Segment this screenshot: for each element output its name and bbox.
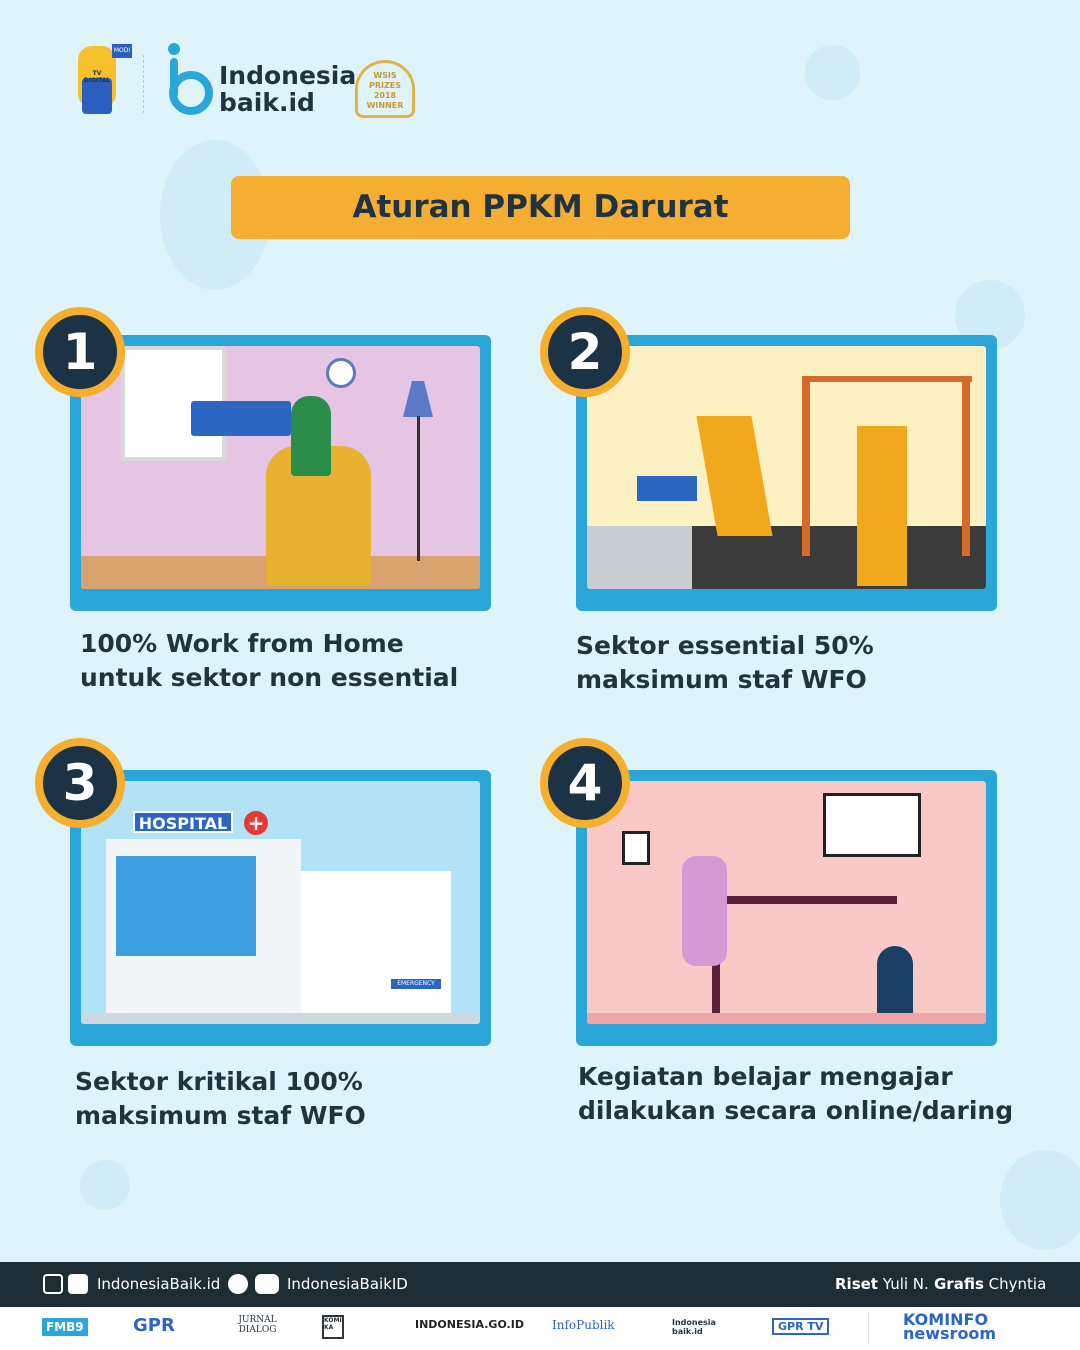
partner-indonesia-go-id: INDONESIA.GO.ID — [415, 1318, 524, 1331]
decor-splash — [805, 45, 860, 100]
red-cross-icon: + — [244, 811, 268, 835]
illustration-work-from-home — [81, 346, 480, 589]
facebook-icon[interactable] — [68, 1274, 88, 1294]
illustration-factory — [587, 346, 986, 589]
credit-grafis: Grafis Chyntia — [934, 1275, 1047, 1293]
footer-bar: IndonesiaBaik.id IndonesiaBaikID Riset Y… — [0, 1262, 1080, 1307]
twitter-icon[interactable] — [228, 1274, 248, 1294]
partner-jurnal-dialog: JURNAL DIALOG — [238, 1315, 277, 1335]
divider — [143, 55, 144, 113]
partner-gpr: GPR — [133, 1315, 175, 1336]
card-critical: HOSPITAL + EMERGENCY — [70, 770, 491, 1046]
page-title: Aturan PPKM Darurat — [231, 176, 850, 239]
wsis-award-badge: WSIS PRIZES 2018 WINNER — [355, 60, 415, 118]
partner-gpr-tv: GPR TV — [772, 1318, 830, 1335]
step-badge-3: 3 — [35, 738, 125, 828]
credit-riset: Riset Yuli N. — [835, 1275, 929, 1293]
instagram-icon[interactable] — [43, 1274, 63, 1294]
social-handle-2[interactable]: IndonesiaBaikID — [287, 1275, 408, 1293]
card-essential — [576, 335, 997, 611]
partner-indonesiabaik: Indonesia baik.id — [672, 1318, 716, 1336]
mascot-logo: MODI TV DIGITAL — [70, 38, 132, 116]
card-online-learning — [576, 770, 997, 1046]
divider — [868, 1312, 869, 1344]
decor-splash — [80, 1160, 130, 1210]
partner-logos: FMB9 GPR JURNAL DIALOG KOMINFO KA INDONE… — [0, 1307, 1080, 1350]
card-caption-2: Sektor essential 50%maksimum staf WFO — [576, 631, 874, 694]
illustration-hospital: HOSPITAL + EMERGENCY — [81, 781, 480, 1024]
step-badge-1: 1 — [35, 307, 125, 397]
step-badge-2: 2 — [540, 307, 630, 397]
decor-splash — [1000, 1150, 1080, 1250]
partner-kominfo-newsroom: KOMINFO newsroom — [903, 1310, 997, 1343]
card-wfh — [70, 335, 491, 611]
youtube-icon[interactable] — [255, 1274, 279, 1294]
social-handle-1[interactable]: IndonesiaBaik.id — [97, 1275, 221, 1293]
partner-kominfo-ka: KOMINFO KA — [322, 1315, 344, 1339]
illustration-online-learning — [587, 781, 986, 1024]
partner-fmb9: FMB9 — [42, 1318, 88, 1336]
indonesiabaik-logo-icon — [168, 43, 213, 115]
card-caption-3: Sektor kritikal 100%maksimum staf WFO — [75, 1067, 366, 1130]
partner-infopublik: InfoPublik — [552, 1318, 615, 1332]
step-badge-4: 4 — [540, 738, 630, 828]
